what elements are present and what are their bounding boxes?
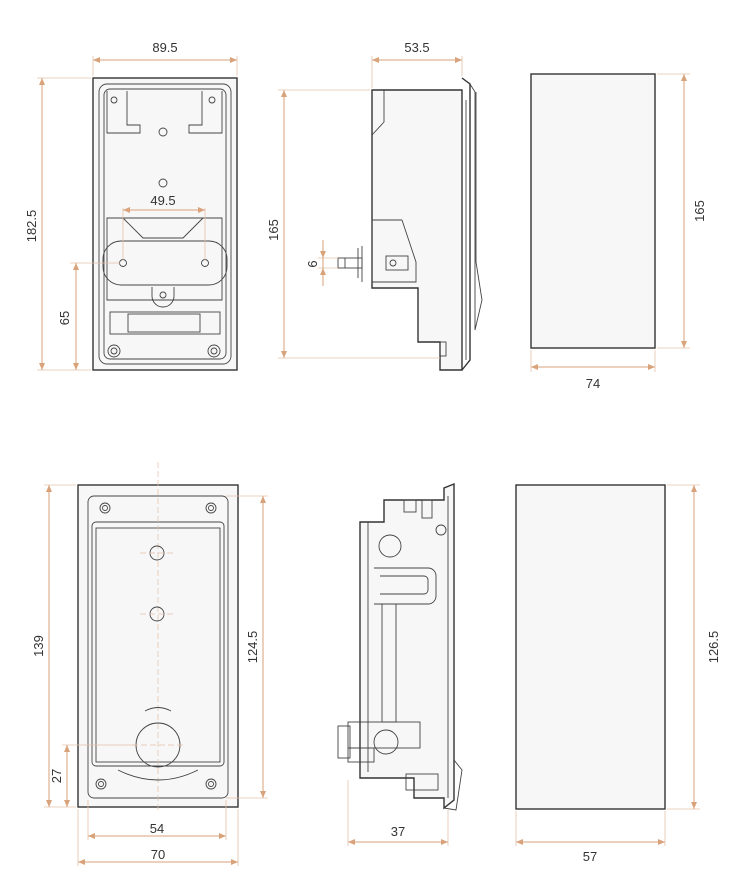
bottom-front-knob-height-label: 27 (49, 769, 64, 783)
bottom-front-height-label: 139 (31, 635, 46, 657)
bottom-side-depth-label: 37 (391, 824, 405, 839)
bottom-back-width-label: 57 (583, 849, 597, 864)
top-front-latch-height-label: 65 (57, 311, 72, 325)
top-back-width-label: 74 (586, 376, 600, 391)
top-front-hole-spacing-label: 49.5 (150, 193, 175, 208)
top-side-height-label: 165 (266, 219, 281, 241)
top-side-view: 53.5 165 6 (266, 40, 483, 371)
bottom-front-view: 139 124.5 27 54 70 (31, 462, 268, 866)
bottom-front-inner-width-label: 54 (150, 821, 164, 836)
top-side-depth-label: 53.5 (404, 40, 429, 55)
bottom-side-view: 37 (337, 482, 463, 846)
bottom-back-height-label: 126.5 (706, 631, 721, 664)
top-back-height-label: 165 (692, 200, 707, 222)
top-front-width-label: 89.5 (152, 40, 177, 55)
top-back-view: 165 74 (530, 73, 707, 391)
bottom-front-inner-height-label: 124.5 (245, 631, 260, 664)
bottom-front-width-label: 70 (151, 847, 165, 862)
top-front-height-label: 182.5 (24, 210, 39, 243)
top-front-view: 89.5 182.5 49.5 65 (24, 40, 238, 371)
top-side-pin-label: 6 (305, 260, 320, 267)
bottom-back-view: 126.5 57 (515, 484, 721, 864)
